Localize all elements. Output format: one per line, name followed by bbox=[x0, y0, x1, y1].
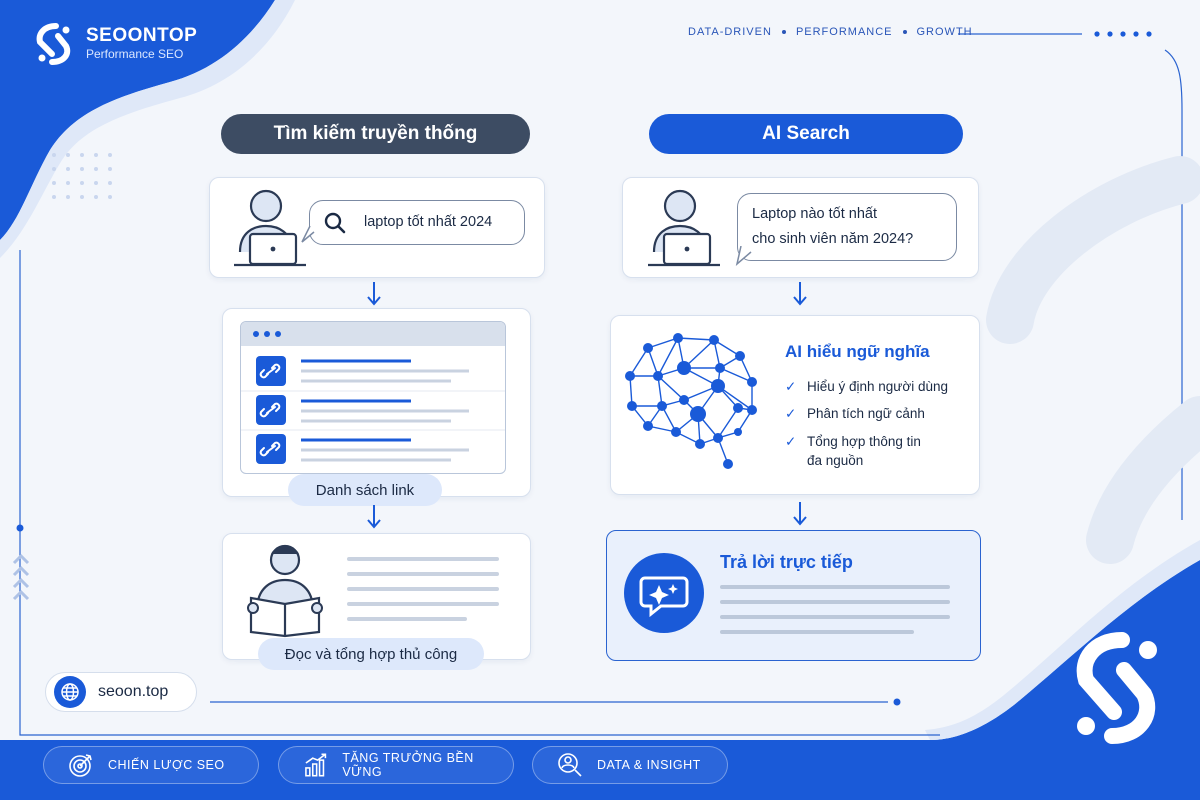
globe-icon bbox=[54, 676, 86, 708]
checkmark-icon: ✓ bbox=[785, 406, 797, 421]
answer-text-lines bbox=[720, 585, 950, 634]
tagline-item: DATA-DRIVEN bbox=[688, 26, 772, 38]
feature-seo-strategy: CHIẾN LƯỢC SEO bbox=[43, 746, 259, 784]
tagline: DATA-DRIVEN PERFORMANCE GROWTH bbox=[688, 26, 973, 38]
feature-label: DATA & INSIGHT bbox=[597, 758, 701, 772]
feature-data-insight: DATA & INSIGHT bbox=[532, 746, 728, 784]
result-list bbox=[241, 356, 505, 464]
ai-understanding-card bbox=[610, 315, 980, 495]
checkmark-icon: ✓ bbox=[785, 434, 797, 449]
browser-toolbar bbox=[241, 322, 505, 346]
result-row bbox=[241, 395, 505, 431]
seoontop-logo-icon bbox=[1076, 632, 1157, 744]
feature-label: TĂNG TRƯỞNG BỀN VỮNG bbox=[342, 751, 474, 779]
results-label: Danh sách link bbox=[288, 474, 442, 506]
tagline-separator bbox=[902, 30, 907, 34]
user-laptop-icon bbox=[648, 189, 720, 267]
result-row bbox=[256, 434, 469, 464]
link-icon bbox=[259, 363, 281, 457]
tagline-item: PERFORMANCE bbox=[795, 26, 893, 38]
person-reading-icon bbox=[247, 544, 323, 638]
ai-chat-sparkle-icon bbox=[624, 553, 704, 633]
brain-network-icon bbox=[625, 333, 757, 469]
bubble-tail bbox=[301, 226, 315, 243]
ai-question-bubble bbox=[737, 193, 957, 261]
text-lines bbox=[347, 557, 499, 621]
checkmark-icon: ✓ bbox=[785, 379, 797, 394]
brand: SEOONTOP Performance SEO bbox=[30, 20, 197, 68]
direct-answer-title: Trả lời trực tiếp bbox=[720, 552, 853, 572]
brand-name: SEOONTOP bbox=[86, 25, 198, 46]
bubble-tail bbox=[735, 246, 752, 266]
ai-search-header: AI Search bbox=[649, 114, 963, 154]
arrow-down-icon bbox=[793, 502, 807, 526]
traditional-search-header: Tìm kiếm truyền thống bbox=[221, 114, 530, 154]
ai-understanding-title: AI hiểu ngữ nghĩa bbox=[785, 342, 930, 361]
manual-reading-label: Đọc và tổng hợp thủ công bbox=[258, 638, 484, 670]
feature-sustainable-growth: TĂNG TRƯỞNG BỀN VỮNG bbox=[278, 746, 514, 784]
feature-label: CHIẾN LƯỢC SEO bbox=[108, 758, 225, 772]
arrow-down-icon bbox=[367, 505, 381, 529]
ai-question-line-2: cho sinh viên năm 2024? bbox=[752, 231, 914, 247]
arrow-down-icon bbox=[367, 282, 381, 306]
user-search-icon bbox=[558, 753, 582, 777]
ai-question-line-1: Laptop nào tốt nhất bbox=[752, 206, 877, 222]
growth-chart-icon bbox=[305, 753, 327, 777]
search-query-bubble bbox=[309, 200, 525, 245]
browser-window bbox=[240, 321, 506, 474]
result-row bbox=[241, 356, 505, 392]
brand-subtitle: Performance SEO bbox=[86, 47, 184, 61]
check-item: ✓Hiểu ý định người dùng bbox=[785, 379, 948, 394]
seoontop-logo-icon bbox=[36, 23, 71, 65]
tagline-item: GROWTH bbox=[916, 26, 973, 38]
user-laptop-icon bbox=[234, 189, 306, 267]
search-query-text: laptop tốt nhất 2024 bbox=[364, 214, 493, 230]
tagline-separator bbox=[781, 30, 786, 34]
search-icon bbox=[324, 212, 346, 234]
arrow-down-icon bbox=[793, 282, 807, 306]
website-link[interactable]: seoon.top bbox=[45, 672, 197, 712]
target-icon bbox=[69, 754, 92, 777]
website-url: seoon.top bbox=[98, 683, 169, 700]
check-item: ✓Phân tích ngữ cảnh bbox=[785, 406, 925, 421]
